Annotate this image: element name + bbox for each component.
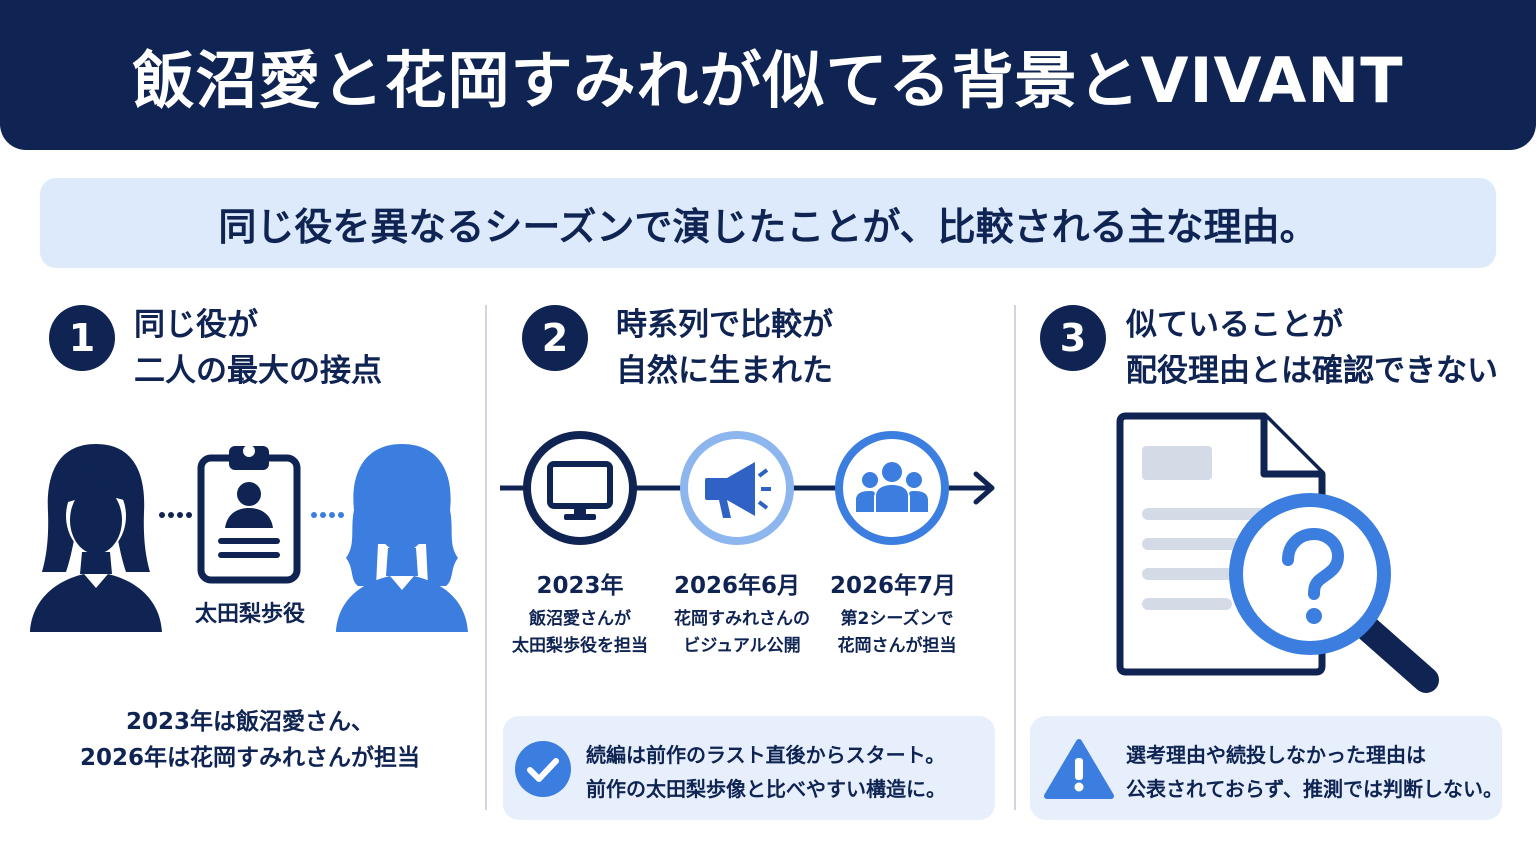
section-heading: 同じ役が 二人の最大の接点 xyxy=(134,302,382,394)
note-line: 続編は前作のラスト直後からスタート。 xyxy=(586,743,946,767)
woman-silhouette-icon xyxy=(336,444,468,632)
note-line: 選考理由や続投しなかった理由は xyxy=(1126,743,1426,767)
page-title: 飯沼愛と花岡すみれが似てる背景とVIVANT xyxy=(132,44,1404,117)
title-banner: 飯沼愛と花岡すみれが似てる背景とVIVANT xyxy=(0,0,1536,150)
note-line: 前作の太田梨歩像と比べやすい構造に。 xyxy=(586,777,946,801)
dotted-connector xyxy=(159,512,192,518)
subtitle-banner: 同じ役を異なるシーズンで演じたことが、比較される主な理由。 xyxy=(40,178,1496,268)
woman-silhouette-icon xyxy=(30,444,162,632)
monitor-icon xyxy=(523,431,637,545)
check-circle-icon xyxy=(515,741,571,797)
summary-line: 2026年は花岡すみれさんが担当 xyxy=(79,745,420,771)
section-number-badge: 1 xyxy=(49,305,115,371)
megaphone-icon xyxy=(680,431,794,545)
timeline-year: 2026年7月 xyxy=(829,573,957,599)
section-summary: 2023年は飯沼愛さん、 2026年は花岡すみれさんが担当 xyxy=(40,704,460,776)
timeline-year: 2026年6月 xyxy=(673,573,801,599)
section-heading: 似ていることが 配役理由とは確認できない xyxy=(1126,302,1498,394)
note-text: 選考理由や続投しなかった理由は 公表されておらず、推測では判断しない。 xyxy=(1126,738,1503,806)
heading-line: 自然に生まれた xyxy=(616,353,833,389)
note-line: 公表されておらず、推測では判断しない。 xyxy=(1126,777,1503,801)
timeline-desc-line: ビジュアル公開 xyxy=(683,636,801,656)
warning-icon xyxy=(1044,739,1114,799)
magnifier-question-icon xyxy=(1229,493,1439,693)
heading-line: 時系列で比較が xyxy=(616,307,833,343)
timeline-desc-line: 飯沼愛さんが xyxy=(529,609,631,629)
timeline-desc-line: 太田梨歩役を担当 xyxy=(512,636,648,656)
id-badge-icon xyxy=(197,445,301,584)
column-divider xyxy=(485,305,487,810)
note-box xyxy=(1030,716,1502,820)
timeline-description: 第2シーズンで 花岡さんが担当 xyxy=(812,606,982,660)
timeline-year: 2023年 xyxy=(536,573,624,599)
note-box xyxy=(503,716,995,820)
timeline-desc-line: 花岡すみれさんの xyxy=(674,609,810,629)
heading-line: 似ていることが xyxy=(1126,307,1343,343)
section-number-badge: 3 xyxy=(1040,305,1106,371)
timeline-desc-line: 第2シーズンで xyxy=(840,609,954,629)
note-text: 続編は前作のラスト直後からスタート。 前作の太田梨歩像と比べやすい構造に。 xyxy=(586,738,946,806)
column-divider xyxy=(1014,305,1016,810)
heading-line: 二人の最大の接点 xyxy=(134,353,382,389)
timeline-description: 花岡すみれさんの ビジュアル公開 xyxy=(657,606,827,660)
dotted-connector xyxy=(311,512,344,518)
section-number-badge: 2 xyxy=(522,305,588,371)
people-group-icon xyxy=(835,431,949,545)
role-label: 太田梨歩役 xyxy=(194,602,305,627)
timeline-desc-line: 花岡さんが担当 xyxy=(837,636,957,656)
summary-line: 2023年は飯沼愛さん、 xyxy=(125,709,374,735)
heading-line: 配役理由とは確認できない xyxy=(1126,353,1498,389)
section-heading: 時系列で比較が 自然に生まれた xyxy=(616,302,833,394)
heading-line: 同じ役が xyxy=(134,307,258,343)
timeline-description: 飯沼愛さんが 太田梨歩役を担当 xyxy=(495,606,665,660)
subtitle-text: 同じ役を異なるシーズンで演じたことが、比較される主な理由。 xyxy=(218,204,1318,249)
